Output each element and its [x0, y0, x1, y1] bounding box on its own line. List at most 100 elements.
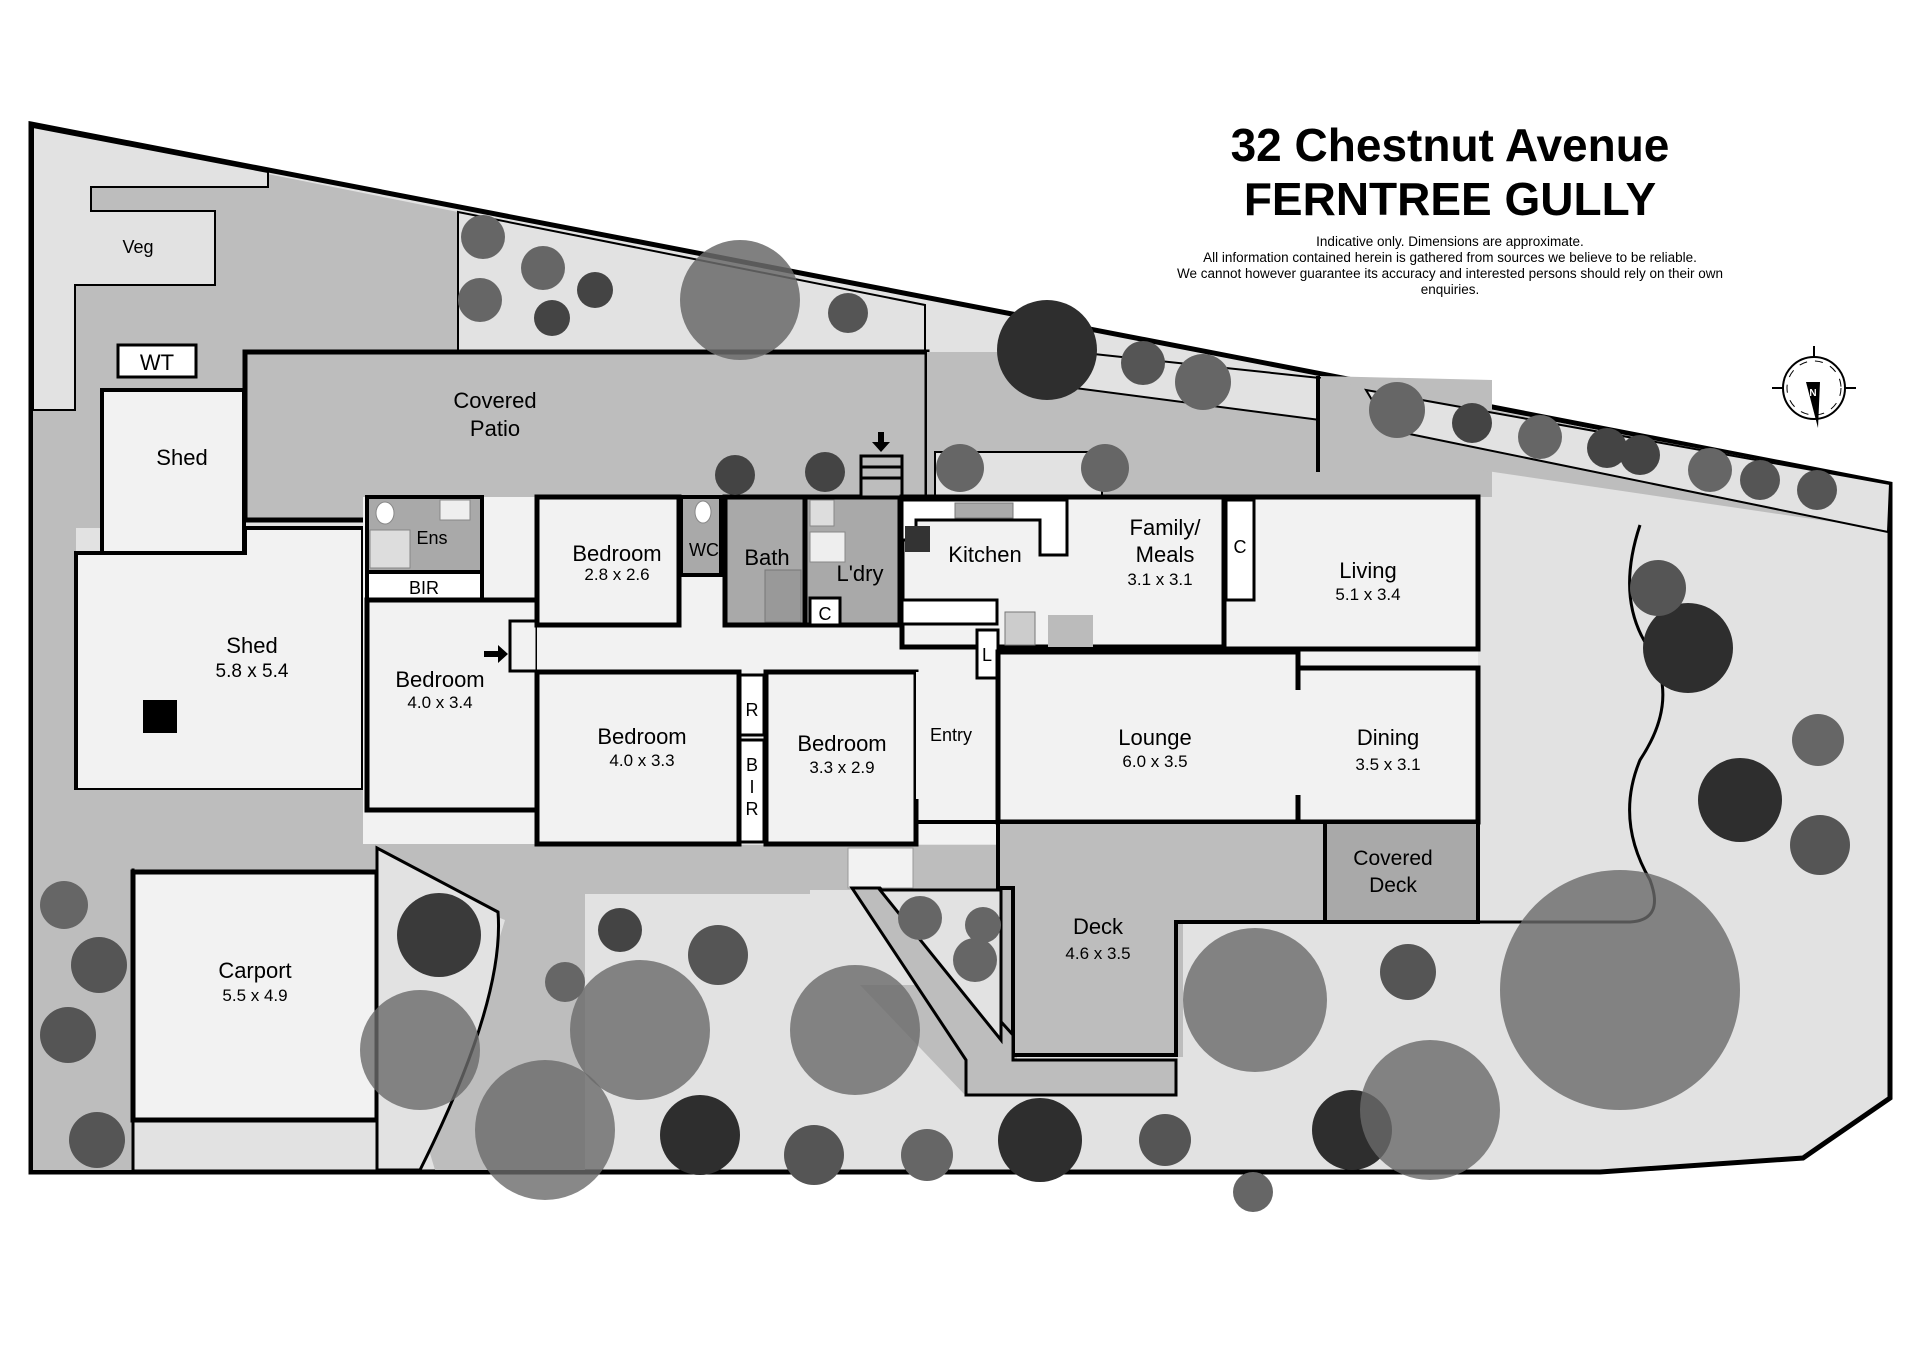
- shrub-icon: [805, 452, 845, 492]
- tree-icon: [1698, 758, 1782, 842]
- dining-label: Dining: [1357, 725, 1419, 750]
- tree-canopy-icon: [570, 960, 710, 1100]
- title-block: 32 Chestnut Avenue FERNTREE GULLY Indica…: [1150, 118, 1750, 298]
- shrub-icon: [1139, 1114, 1191, 1166]
- garden-bed-south: [585, 894, 840, 935]
- shrub-icon: [1380, 944, 1436, 1000]
- shrub-icon: [1587, 428, 1627, 468]
- bir-master-label: BIR: [409, 578, 439, 598]
- shrub-icon: [965, 907, 1001, 943]
- shrub-icon: [1740, 460, 1780, 500]
- bir-master: [365, 570, 484, 602]
- shrub-icon: [1121, 341, 1165, 385]
- bir-letter-b: B: [746, 755, 758, 775]
- kitchen-label: Kitchen: [948, 542, 1021, 567]
- laundry-label: L'dry: [837, 561, 884, 586]
- step: [508, 619, 539, 673]
- shrub-icon: [545, 962, 585, 1002]
- linen-label: L: [982, 645, 992, 665]
- bedroom-2-dims: 2.8 x 2.6: [584, 565, 649, 584]
- deck: [916, 820, 1327, 1057]
- front-steps: [847, 847, 914, 889]
- covered-patio: [242, 349, 930, 523]
- tree-canopy-icon: [1183, 928, 1327, 1072]
- bedroom-3-label: Bedroom: [597, 724, 686, 749]
- shrub-icon: [1792, 714, 1844, 766]
- address-title: 32 Chestnut Avenue: [1230, 119, 1670, 171]
- shower-icon: [369, 529, 411, 569]
- bedroom-2: [534, 494, 682, 628]
- bath-label: Bath: [744, 545, 789, 570]
- trees-and-shrubs: [40, 215, 1850, 1212]
- covered-patio-label-1: Covered: [453, 388, 536, 413]
- living: [1221, 494, 1481, 652]
- bedroom-3: [534, 669, 742, 847]
- bir-vertical: [738, 738, 766, 844]
- paved-yard-left: [33, 127, 458, 1170]
- shrub-icon: [1233, 1172, 1273, 1212]
- shrub-icon: [1620, 435, 1660, 475]
- shrub-icon: [1630, 560, 1686, 616]
- suburb-title: FERNTREE GULLY: [1243, 173, 1657, 225]
- shrub-icon: [901, 1129, 953, 1181]
- shed-large-dims: 5.8 x 5.4: [216, 661, 289, 682]
- shrub-icon: [1175, 354, 1231, 410]
- bedroom-master-dims: 4.0 x 3.4: [407, 693, 472, 712]
- tree-canopy-icon: [1360, 1040, 1500, 1180]
- wt-label: WT: [140, 350, 174, 375]
- shrub-icon: [40, 881, 88, 929]
- bedroom-2-label: Bedroom: [572, 541, 661, 566]
- lounge-dims: 6.0 x 3.5: [1122, 752, 1187, 771]
- shrub-icon: [1790, 815, 1850, 875]
- deck-dims: 4.6 x 3.5: [1065, 944, 1130, 963]
- lounge: [995, 649, 1301, 825]
- wc-label: WC: [689, 540, 719, 560]
- shrub-icon: [69, 1112, 125, 1168]
- tree-icon: [397, 893, 481, 977]
- compass-north-label: N: [1809, 388, 1816, 399]
- entry: [916, 672, 998, 799]
- shrub-icon: [461, 215, 505, 259]
- bir-letter-r: R: [746, 799, 759, 819]
- wood-heater-icon: [143, 700, 177, 733]
- shrub-icon: [715, 455, 755, 495]
- shrub-icon: [828, 293, 868, 333]
- table-icon: [1048, 615, 1093, 647]
- compass: N: [1772, 346, 1856, 428]
- veg-garden-bed: [32, 125, 269, 411]
- tub-icon: [809, 531, 846, 563]
- living-label: Living: [1339, 558, 1396, 583]
- shed-small: [100, 388, 246, 555]
- fridge-icon: [1004, 611, 1036, 646]
- family-meals-label-2: Meals: [1136, 542, 1195, 567]
- shrub-icon: [1452, 403, 1492, 443]
- washing-machine-icon: [809, 499, 835, 527]
- tree-canopy-icon: [360, 990, 480, 1110]
- shrub-icon: [40, 1007, 96, 1063]
- covered-patio-label-2: Patio: [470, 416, 520, 441]
- living-dims: 5.1 x 3.4: [1335, 585, 1400, 604]
- shrub-icon: [1688, 448, 1732, 492]
- robe-r-label: R: [746, 700, 759, 720]
- bir-letter-i: I: [749, 777, 754, 797]
- tree-canopy-icon: [475, 1060, 615, 1200]
- shrub-icon: [1797, 470, 1837, 510]
- tree-canopy-icon: [680, 240, 800, 360]
- shed-large-label: Shed: [226, 633, 277, 658]
- basin-icon: [439, 499, 471, 521]
- shed-large: [74, 526, 365, 792]
- tree-canopy-icon: [1500, 870, 1740, 1110]
- sink-icon: [954, 502, 1014, 519]
- kitchen-island: [900, 598, 999, 626]
- disclaimer-line-1: Indicative only. Dimensions are approxim…: [1316, 234, 1584, 249]
- shrub-icon: [598, 908, 642, 952]
- carport: [130, 869, 380, 1123]
- carport-dims: 5.5 x 4.9: [222, 986, 287, 1005]
- shrub-icon: [1081, 444, 1129, 492]
- bedroom-master-label: Bedroom: [395, 667, 484, 692]
- disclaimer: Indicative only. Dimensions are approxim…: [1150, 234, 1750, 298]
- laundry-cupboard-label: C: [819, 604, 832, 624]
- covered-deck: [1323, 820, 1480, 924]
- tree-canopy-icon: [790, 965, 920, 1095]
